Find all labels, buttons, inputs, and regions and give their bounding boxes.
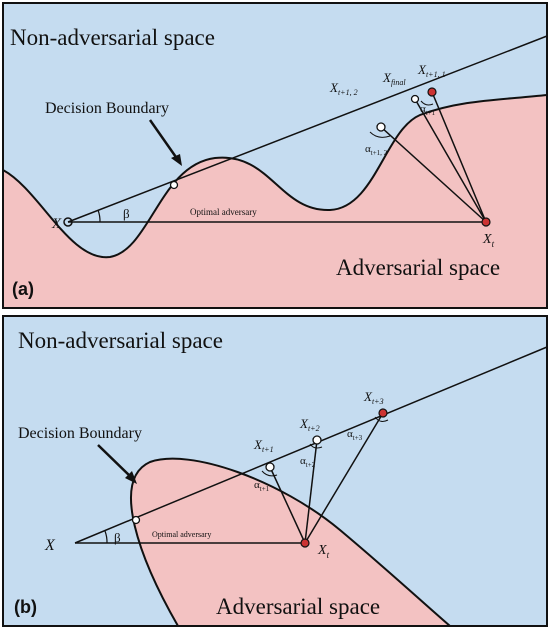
- panel-b-alpha-arc: [374, 416, 389, 422]
- panel-b-point: [312, 435, 322, 445]
- panel-a-point-label: Xt+1, 2: [329, 80, 358, 97]
- panel-b-beta-label: β: [114, 530, 121, 545]
- panel-a-alpha-label: αt+1: [420, 103, 436, 117]
- panel-a-adversarial-label: Adversarial space: [336, 255, 500, 280]
- panel-b-alpha-label: αt+3: [347, 428, 363, 442]
- panel-a-x-label: X: [51, 216, 62, 232]
- panel-a-beta-label: β: [123, 206, 130, 221]
- panel-a-projection-line: [380, 126, 487, 223]
- panel-b-xt-point: [300, 538, 310, 548]
- panel-a-panel-label: (a): [12, 279, 34, 299]
- panel-b-arrow-head: [125, 471, 137, 484]
- panel-b-alpha-arc: [261, 470, 278, 477]
- panel-b-alpha-arc: [309, 443, 323, 449]
- panel-b-point: [265, 462, 275, 472]
- panel-a-point-label: Xt+1, 1: [417, 62, 446, 79]
- panel-a-alpha-label: αt+1, 2: [365, 143, 388, 157]
- panel-b-decision-boundary: [130, 457, 451, 627]
- panel-b-alpha-label: αt+1: [254, 479, 270, 493]
- panel-b-adversarial-label: Adversarial space: [216, 594, 380, 619]
- panel-b-point-label: Xt+3: [363, 389, 384, 406]
- panel-b-optimal-label: Optimal adversary: [152, 530, 211, 539]
- panel-a-alpha-arc: [420, 100, 434, 106]
- panel-a-projection-line: [414, 98, 487, 223]
- panel-a-point-label: Xfinal: [382, 70, 406, 87]
- panel-a-optimal-adversary-point: [169, 180, 179, 190]
- panel-b-projection-line: [304, 439, 318, 544]
- panel-b-point: [378, 408, 388, 418]
- panel-b-boundary-label: Decision Boundary: [18, 425, 142, 442]
- panel-a-arrow-head: [171, 154, 182, 166]
- panel-a-point: [376, 122, 386, 132]
- panel-a-optimal-label: Optimal adversary: [190, 207, 257, 217]
- panel-b-panel-label: (b): [14, 597, 37, 617]
- panel-b-point-label: Xt+1: [253, 437, 274, 454]
- panel-b-projection-line: [304, 412, 384, 544]
- panel-a-alpha-arc: [369, 131, 391, 138]
- panel-a-origin-point: [63, 217, 73, 227]
- panel-a-decision-boundary: [2, 94, 548, 259]
- panel-a-boundary-label: Decision Boundary: [45, 100, 169, 117]
- panel-b-boundary-arrow: [97, 444, 133, 479]
- panel-a-adversarial-region: [3, 95, 547, 308]
- panel-b: Non-adversarial space Adversarial space …: [2, 315, 548, 627]
- panel-b-non-adversarial-label: Non-adversarial space: [18, 328, 223, 353]
- panel-a-xt-label: Xt: [482, 232, 495, 249]
- panel-a-frame: [2, 2, 548, 309]
- panel-b-projection-line: [269, 466, 306, 544]
- panel-a-beta-arc: [97, 209, 101, 223]
- panel-a-xt-point: [481, 217, 491, 227]
- panel-b-frame: [2, 315, 548, 627]
- panel-a-boundary-arrow: [148, 119, 180, 161]
- panel-b-x-label: X: [44, 537, 56, 554]
- panel-a-projection-line: [431, 91, 487, 223]
- panel-b-xt-label: Xt: [317, 543, 330, 560]
- panel-b-point-label: Xt+2: [299, 416, 320, 433]
- panel-b-optimal-adversary-point: [131, 515, 141, 525]
- panel-a-point: [427, 87, 437, 97]
- panel-a-point: [410, 94, 420, 104]
- panel-a-search-ray: [67, 35, 548, 223]
- panel-a-non-adversarial-label: Non-adversarial space: [10, 25, 215, 50]
- panel-a: Non-adversarial space Adversarial space …: [2, 2, 548, 309]
- panel-b-alpha-label: αt+2: [300, 455, 316, 469]
- panel-b-beta-arc: [104, 530, 108, 544]
